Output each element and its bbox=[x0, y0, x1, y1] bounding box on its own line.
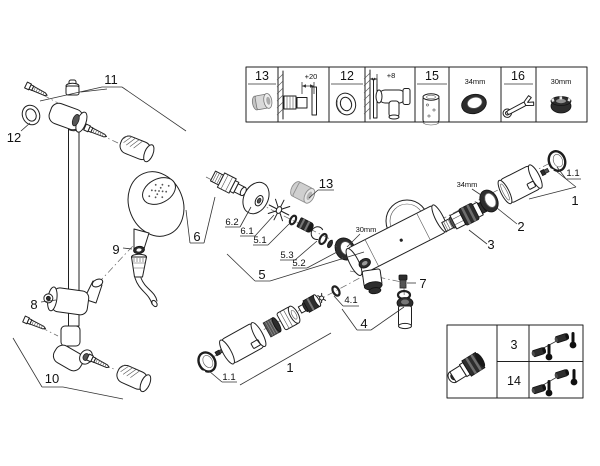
size-34mm-table-label: 34mm bbox=[465, 77, 486, 86]
grip-cover bbox=[117, 133, 157, 164]
union-escutcheon bbox=[242, 181, 270, 215]
hand-shower bbox=[127, 171, 185, 253]
thermostatic-cartridge-3 bbox=[441, 200, 488, 232]
table-cell-34mm: 34mm bbox=[461, 77, 487, 115]
callout-5-1: 5.1 bbox=[253, 235, 266, 246]
circlip bbox=[310, 226, 324, 240]
escutcheon-ring-icon bbox=[335, 92, 357, 116]
cap-nut-icon bbox=[251, 93, 273, 111]
size-34mm-label: 34mm bbox=[457, 180, 478, 189]
callout-8: 8 bbox=[30, 297, 37, 312]
aquadimmer-4 bbox=[297, 292, 327, 314]
callout-1-1: 1.1 bbox=[566, 168, 579, 179]
table-cell-union-depth: +20 bbox=[276, 70, 318, 120]
callout-6: 6 bbox=[193, 229, 200, 244]
callout-12: 12 bbox=[7, 130, 21, 145]
callout-1: 1 bbox=[286, 360, 293, 375]
outlet-nipple bbox=[396, 289, 414, 330]
callout-13: 13 bbox=[319, 176, 333, 191]
wall-holder-icon bbox=[375, 88, 411, 120]
rail-callout-leaders bbox=[12, 86, 187, 400]
callout-5-2: 5.2 bbox=[292, 258, 305, 269]
table-label-15: 15 bbox=[425, 69, 439, 83]
union-nipple bbox=[296, 217, 314, 233]
shower-rail-assembly: 11 12 8 9 10 bbox=[7, 72, 187, 400]
top-parts-table: 13 +20 12 bbox=[245, 66, 588, 126]
depth-plus20-label: +20 bbox=[305, 72, 318, 81]
strainer-seal bbox=[267, 198, 291, 222]
callout-10: 10 bbox=[45, 371, 59, 386]
ring-nut-34mm bbox=[479, 189, 499, 213]
callout-1-1: 1.1 bbox=[222, 372, 235, 383]
o-ring bbox=[288, 214, 298, 226]
chain-axis-left bbox=[205, 176, 353, 251]
table-cell-12: 12 bbox=[331, 69, 363, 116]
lower-wall-elbow bbox=[52, 325, 93, 372]
thermostat-assembly: 6 6.2 6.1 5.1 5.3 5.2 5 13 30mm 7 4.1 4 … bbox=[185, 150, 581, 386]
slider-holder-8 bbox=[43, 278, 104, 316]
callout-5: 5 bbox=[258, 267, 265, 282]
hose-washer-9 bbox=[133, 245, 145, 255]
hose-nut bbox=[131, 253, 147, 278]
temperature-handle-1 bbox=[497, 164, 550, 205]
volume-handle-1 bbox=[219, 322, 267, 365]
size-30mm-table-label: 30mm bbox=[551, 77, 572, 86]
extension-sleeve-icon bbox=[422, 93, 440, 126]
callout-4: 4 bbox=[360, 316, 367, 331]
callout-9: 9 bbox=[112, 242, 119, 257]
adapter-cap bbox=[276, 305, 301, 331]
spray-face-dots bbox=[148, 183, 170, 199]
parts-with-thermometer-icon bbox=[530, 368, 578, 397]
grip-cover bbox=[113, 362, 154, 394]
bottom-outlet bbox=[361, 268, 383, 295]
callout-3: 3 bbox=[487, 237, 494, 252]
mounting-screw bbox=[83, 123, 109, 140]
knurled-ring bbox=[262, 317, 282, 338]
table-cell-30mm: 30mm bbox=[550, 77, 572, 114]
callout-6-2: 6.2 bbox=[225, 217, 238, 228]
handle-cap-1-1 bbox=[547, 150, 567, 173]
stop-screw-7 bbox=[398, 274, 408, 289]
thermostat-body bbox=[345, 204, 448, 277]
cap-13 bbox=[290, 181, 316, 204]
service-row-14-label: 14 bbox=[507, 374, 521, 388]
table-cell-13: 13 bbox=[248, 69, 276, 111]
callout-4-1: 4.1 bbox=[344, 295, 357, 306]
table-cell-holder-depth: +8 bbox=[363, 69, 411, 120]
o-ring-4-1 bbox=[331, 285, 341, 297]
o-ring bbox=[318, 232, 328, 246]
callout-6-1: 6.1 bbox=[240, 226, 253, 237]
size-30mm-label: 30mm bbox=[356, 225, 377, 234]
check-valve-icon bbox=[447, 351, 486, 384]
parts-with-thermometer-icon bbox=[530, 332, 577, 361]
cap-nut-dark-icon bbox=[550, 96, 572, 114]
mounting-screw bbox=[86, 353, 112, 371]
callout-5-3: 5.3 bbox=[280, 250, 293, 261]
callout-7: 7 bbox=[419, 276, 426, 291]
table-label-13: 13 bbox=[255, 69, 269, 83]
table-cell-15: 15 bbox=[417, 69, 447, 126]
table-cell-16: 16 bbox=[502, 69, 535, 118]
mounting-screw bbox=[24, 81, 50, 99]
depth-plus8-label: +8 bbox=[387, 71, 396, 80]
escutcheon-ring-12 bbox=[21, 104, 41, 126]
shower-hose bbox=[134, 277, 158, 308]
washer bbox=[327, 239, 333, 249]
table-label-12: 12 bbox=[340, 69, 354, 83]
callout-1: 1 bbox=[571, 193, 578, 208]
ring-nut-icon bbox=[461, 93, 487, 115]
callout-2: 2 bbox=[517, 219, 524, 234]
upper-wall-holder bbox=[48, 79, 88, 133]
open-end-wrench-icon bbox=[502, 95, 535, 118]
bottom-parts-table: 3 14 bbox=[446, 324, 584, 399]
thermostat-callout-leaders bbox=[185, 166, 581, 386]
service-row-3-label: 3 bbox=[511, 338, 518, 352]
callout-11: 11 bbox=[104, 72, 118, 87]
handle-cap-1-1 bbox=[197, 351, 217, 375]
table-label-16: 16 bbox=[511, 69, 525, 83]
s-union bbox=[210, 170, 247, 197]
mounting-screw bbox=[22, 315, 48, 332]
